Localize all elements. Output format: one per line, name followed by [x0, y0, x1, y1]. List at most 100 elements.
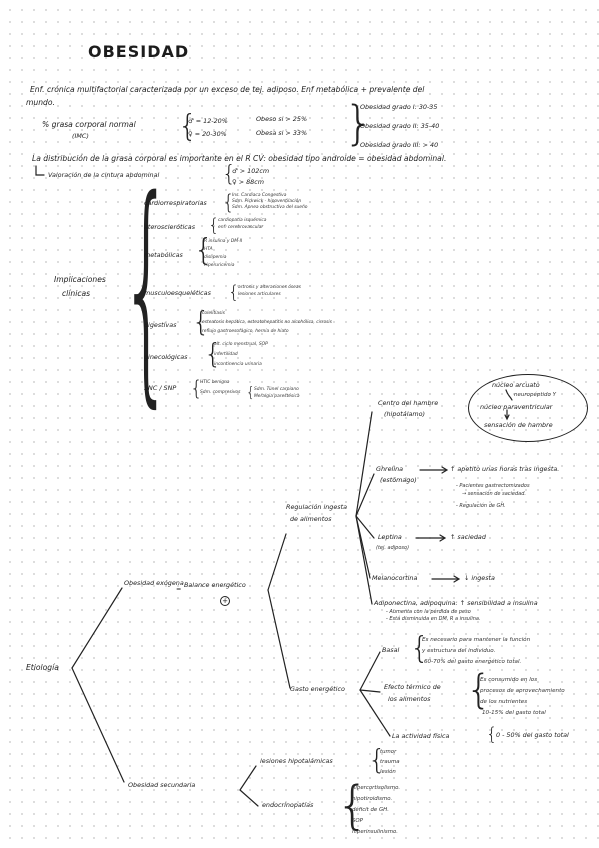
nucleo-arcuato: núcleo arcuato [492, 381, 540, 389]
distribution-line: La distribución de la grasa corporal es … [32, 154, 447, 163]
ghrelina-nota: - Pacientes gastrectomizados [456, 483, 530, 489]
grades-brace: } [344, 96, 374, 150]
impl-ateroscleroticas: ateroscleróticas [144, 223, 196, 231]
basal-label: Basal [382, 646, 400, 654]
regulacion-ingesta-1: Regulación ingesta [286, 503, 348, 511]
impl-cardiorrespiratorias: cardiorrespiratorias [144, 199, 207, 207]
etiologia-label: Etiología [26, 663, 59, 672]
endocrinopatia-item: hiperinsulinismo. [352, 829, 398, 835]
obesidad-secundaria: Obesidad secundaria [128, 781, 196, 789]
endocrinopatia-item: déficit de GH. [352, 807, 389, 813]
impl-digestivas: digestivas [144, 321, 177, 329]
branch-to-gasto [267, 589, 291, 689]
branch-to-basal [359, 651, 381, 691]
hypothalamus-circle [468, 374, 588, 442]
regulacion-ingesta-2: de alimentos [290, 515, 332, 523]
sensacion-hambre: sensación de hambre [484, 421, 553, 429]
branch-to-exogena [71, 587, 123, 669]
branch-to-adiponectina [355, 515, 373, 605]
definition-line-2: mundo. [26, 98, 55, 107]
centro-hambre-2: (hipotálamo) [384, 410, 426, 418]
impl-metabolicas: metabólicas [144, 251, 183, 259]
adiponectina-label: Adiponectina, adipoquina: ↑ sensibilidad… [374, 599, 538, 607]
implicaciones-brace: { [120, 148, 174, 428]
impl-detail: Ins. Cardiaca Congestiva [232, 193, 287, 198]
page-title: OBESIDAD [88, 42, 190, 61]
imc-female-obese: Obesa si > 33% [256, 129, 308, 137]
actividad-valor: 0 - 50% del gasto total [496, 731, 569, 739]
impl-detail: lesiones articulares [238, 292, 281, 297]
melanocortina-efecto: ↓ ingesta [464, 574, 495, 582]
hipotalamica-item: trauma [380, 759, 400, 765]
imc-brace: { [178, 109, 198, 144]
plus-circle: + [220, 596, 230, 606]
endocrinopatias: endocrinopatías [262, 801, 314, 809]
impl-detail: Meralgia parestésica [254, 394, 300, 399]
grade-3: Obesidad grado III: > 40 [360, 141, 439, 149]
imc-male-normal: ♂ = 12-20% [188, 117, 228, 125]
grade-2: Obesidad grado II: 35-40 [360, 122, 440, 130]
impl-snc-snp: SNC / SNP [144, 384, 177, 392]
neuropeptido: neuropéptido Y [514, 392, 556, 398]
valoracion-brace: { [222, 162, 236, 187]
branch-to-leptina [355, 515, 375, 539]
leptina-origen: (tej. adiposo) [376, 545, 410, 551]
imc-label: % grasa corporal normal [42, 120, 136, 129]
imc-female-normal: ♀ = 20-30% [188, 130, 227, 138]
impl-detail: colelitiasis [202, 311, 225, 316]
impl-detail: esteatosis hepática, esteatohepatitis no… [202, 320, 332, 325]
balance-energetico: Balance energético [184, 581, 246, 589]
grade-1: Obesidad grado I: 30-35 [360, 103, 438, 111]
valoracion-hook [35, 165, 45, 176]
impl-detail: artrosis y alteraciones óseas [238, 285, 301, 290]
termico-nota: de los nutrientes [480, 699, 528, 705]
impl-detail: Sdm. Túnel carpiano [254, 387, 299, 392]
gasto-energetico: Gasto energético [290, 685, 345, 693]
branch-to-termico [359, 689, 381, 693]
branch-to-regulacion [267, 533, 287, 591]
centro-hambre-1: Centro del hambre [378, 399, 439, 407]
efecto-termico-1: Efecto térmico de [384, 683, 441, 691]
adiponectina-nota: - Está disminuida en DM, R a insulina. [386, 616, 481, 622]
implicaciones-label-1: Implicaciones [54, 275, 106, 284]
impl-detail: reflujo gastroesofágico, hernia de hiato [202, 329, 289, 334]
impl-detail: dislipemia [204, 255, 227, 260]
valoracion-female: ♀ > 88cm [232, 178, 264, 186]
definition-line-1: Enf. crónica multifactorial caracterizad… [30, 85, 425, 94]
impl-detail: alt. ciclo menstrual, SOP [214, 342, 268, 347]
basal-nota: 60-70% del gasto energético total. [424, 659, 522, 665]
impl-detail: enf. cerebrovascular [218, 225, 264, 230]
ghrelina-origen: (estómago) [380, 476, 417, 484]
endocrinopatia-item: hipercortisolismo. [352, 785, 401, 791]
endocrinopatia-item: hipotiroidismo. [352, 796, 393, 802]
branch-to-secundaria [71, 667, 125, 783]
equals-sign: = [176, 585, 182, 593]
impl-detail: cardiopatía isquémica [218, 218, 267, 223]
termico-nota: 10-15% del gasto total [482, 710, 546, 716]
basal-nota: Es necesario para mantener la función [422, 637, 531, 643]
ghrelina-efecto: ↑ apetito unas horas tras ingesta. [450, 465, 560, 473]
actividad-fisica: La actividad física [392, 732, 450, 740]
leptina-efecto: ↑ saciedad [450, 533, 486, 541]
termico-nota: procesos de aprovechamiento [480, 688, 565, 694]
efecto-termico-2: los alimentos [388, 695, 431, 703]
hipotalamica-item: lesión [380, 769, 396, 775]
imc-sub: (IMC) [72, 132, 89, 140]
adiponectina-nota: - Aumenta con la pérdida de peso [386, 609, 471, 615]
impl-detail: Sdm. Apnea obstructiva del sueño [232, 205, 308, 210]
impl-ginecologicas: ginecológicas [144, 353, 188, 361]
hipotalamica-item: tumor [380, 749, 397, 755]
obesidad-exogena: Obesidad exógena [124, 579, 184, 587]
valoracion-male: ♂ > 102cm [232, 167, 270, 175]
impl-detail: HTA [204, 247, 213, 252]
impl-detail: infertilidad [214, 352, 238, 357]
imc-male-obese: Obeso si > 25% [256, 115, 308, 123]
branch-to-centro [355, 411, 373, 517]
nucleo-paraventricular: núcleo paraventricular [480, 403, 553, 411]
branch-to-ghrelina [355, 473, 375, 517]
valoracion-label: Valoración de la cintura abdominal [48, 171, 160, 179]
impl-detail: Sdm. Pickwick - hipoventilación [232, 199, 302, 204]
implicaciones-label-2: clínicas [62, 289, 91, 298]
impl-detail: Sdm. compresivos [200, 390, 241, 395]
basal-nota: y estructura del individuo. [422, 648, 496, 654]
